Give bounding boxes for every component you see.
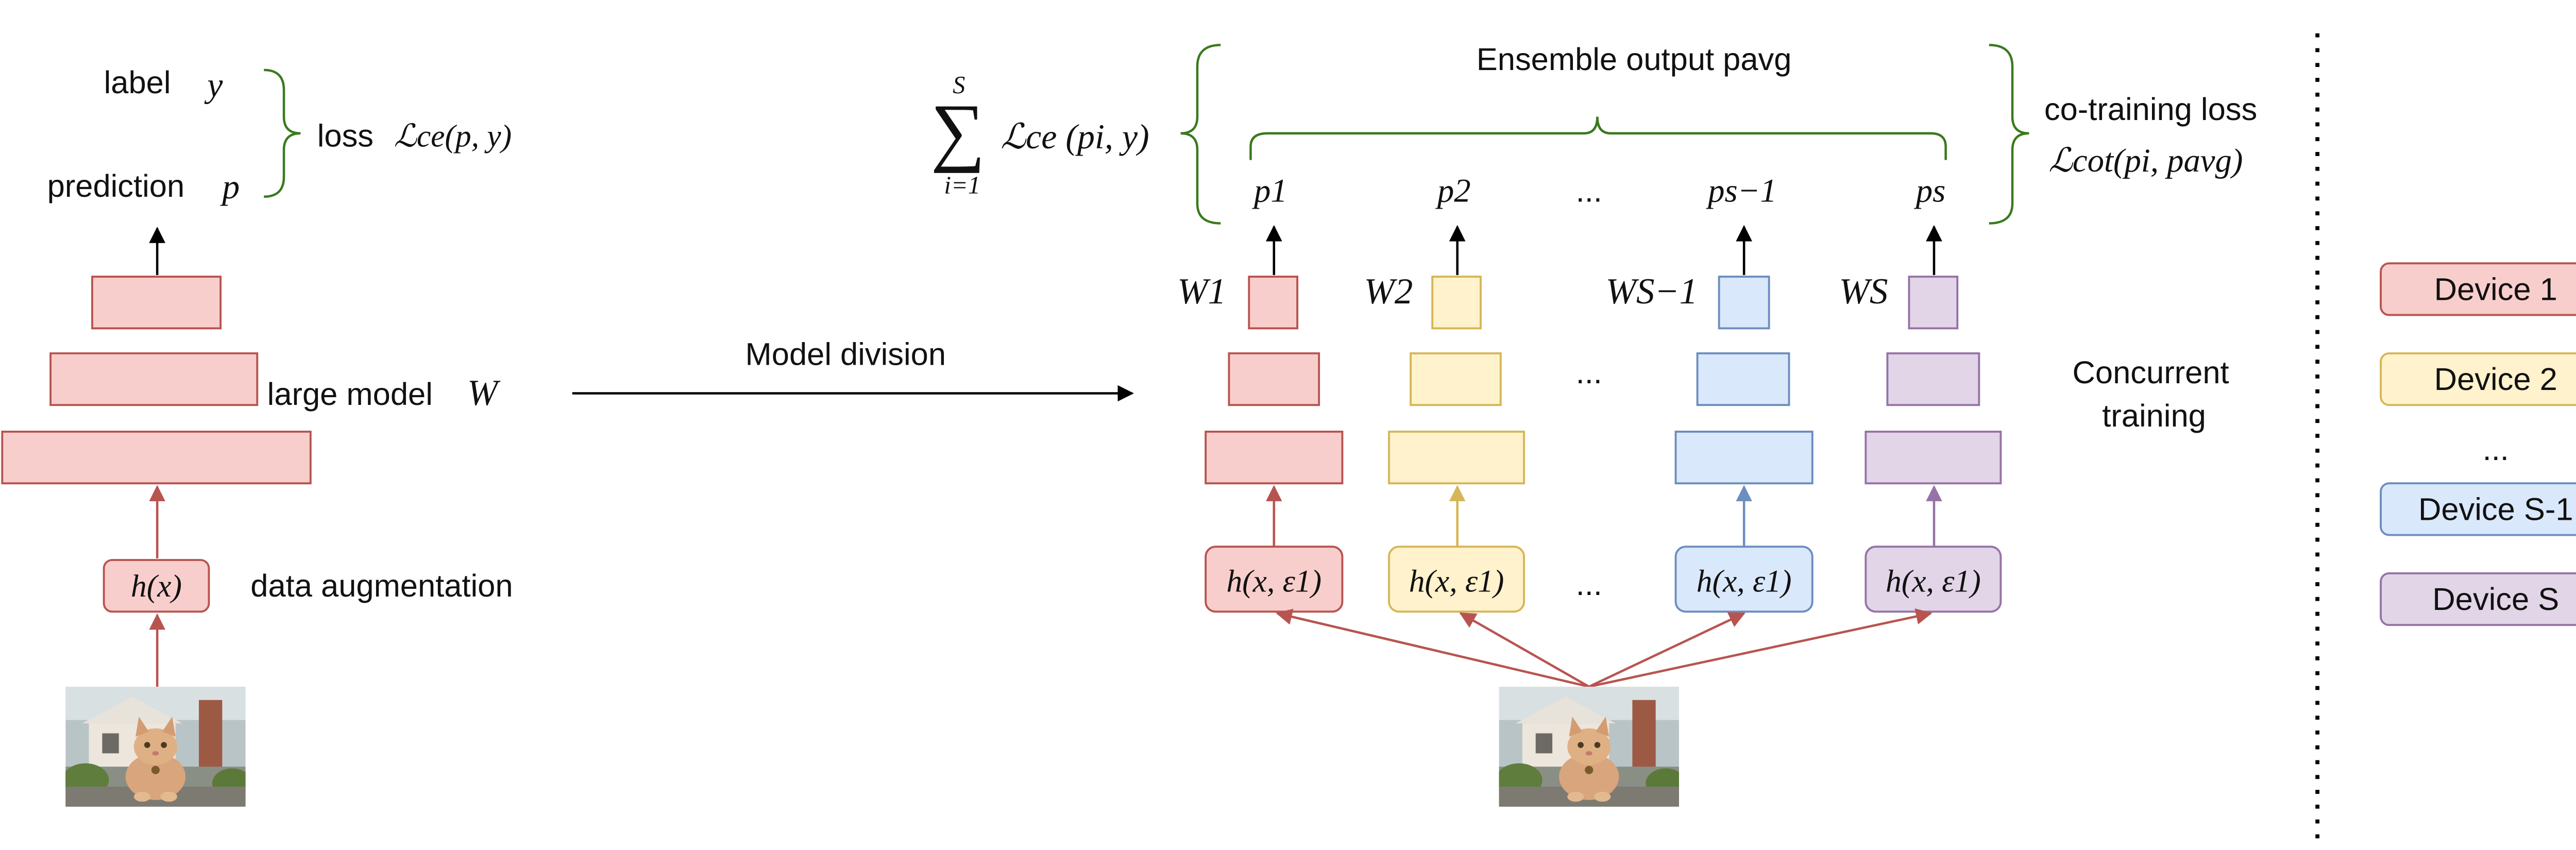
loss-formula: ℒce(p, y) [394,119,512,154]
sub-model-2-top [1431,276,1482,330]
augment-box [103,559,210,613]
sub-model-device-s-minus-1: h(x, ε1) [1674,276,1814,613]
augment-box-2 [1388,546,1526,613]
middle-layer-ellipsis: ... [1576,355,1602,390]
concurrent-training-line-1: Concurrent [2073,355,2229,390]
device-legend: Device 1 Device 2 ... Device S-1 Device … [2380,262,2576,626]
cat-photo-icon [65,686,246,807]
model-division-arrow-group: Model division [572,337,1134,402]
sub-model-s-minus-1-top [1718,276,1770,330]
loss-word: loss [317,118,374,154]
large-model-layer-middle [49,352,259,406]
output-ellipsis: ... [1576,173,1602,209]
sub-model-2-middle [1410,352,1502,406]
sub-model-s-middle [1886,352,1980,406]
sub-model-device-s: h(x, ε1) [1865,276,2002,613]
sum-lower-limit: i=1 [944,172,980,199]
concurrent-training-line-2: training [2102,398,2206,434]
output-ps-minus-1: ps−1 [1706,172,1777,209]
sub-model-device-1: h(x, ε1) [1205,276,1344,613]
model-division-label: Model division [745,337,946,372]
prediction-symbol: p [220,167,240,206]
sub-model-1-top [1248,276,1299,330]
output-p2: p2 [1435,172,1471,209]
output-ps: ps [1914,172,1946,209]
large-model-layer-bottom [1,431,312,485]
augment-box-1 [1205,546,1344,613]
augment-box-1-label: h(x, ε1) [1226,564,1321,599]
weight-label-w2: W2 [1364,271,1413,312]
prediction-word: prediction [47,168,185,204]
augment-box-s-minus-1-label: h(x, ε1) [1697,564,1792,599]
ensemble-output-label: Ensemble output pavg [1477,42,1792,77]
image-to-augment-s-arrow [1588,608,1933,688]
legend-device-2-label: Device 2 [2434,362,2557,397]
large-model-symbol: W [467,373,501,413]
large-model-word: large model [267,377,433,412]
legend-device-s-minus-1 [2380,482,2576,536]
weight-label-ws: WS [1839,271,1888,312]
sub-model-device-2: h(x, ε1) [1388,276,1526,613]
co-training-loss-formula: ℒcot(pi, pavg) [2048,142,2243,179]
sub-model-1-bottom [1205,431,1344,485]
legend-device-2 [2380,352,2576,406]
data-augmentation-label: data augmentation [250,568,513,604]
outputs-left-brace [1180,44,1221,225]
output-p1: p1 [1252,172,1287,209]
label-symbol: y [204,65,223,105]
sub-model-s-minus-1-middle [1696,352,1790,406]
large-model-layer-top [91,276,222,330]
sub-model-s-minus-1-bottom [1674,431,1814,485]
sum-upper-limit: S [953,72,965,99]
single-model-panel: label y prediction p loss ℒce(p, y) larg… [1,65,513,807]
augment-box-label: h(x) [131,569,182,604]
image-to-augment-2-arrow [1459,612,1590,688]
label-word: label [104,65,171,100]
sum-symbol: ∑ [930,89,985,174]
weight-label-w1: W1 [1177,271,1226,312]
divided-models-panel: ∑ S i=1 ℒce (pi, y) Ensemble output pavg… [930,42,2257,807]
augment-box-s-label: h(x, ε1) [1886,564,1981,599]
augment-box-s [1865,546,2002,613]
image-to-augment-s-minus-1-arrow [1588,612,1746,688]
legend-device-s [2380,572,2576,626]
outputs-right-brace [1989,44,2029,225]
co-training-loss-label: co-training loss [2044,92,2257,127]
image-to-augment-1-arrow [1276,608,1589,688]
legend-device-s-label: Device S [2432,582,2559,617]
augment-box-2-label: h(x, ε1) [1409,564,1504,599]
legend-device-1-label: Device 1 [2434,271,2557,307]
legend-device-1 [2380,262,2576,316]
sum-term: ℒce (pi, y) [1001,117,1149,156]
sub-model-2-bottom [1388,431,1526,485]
ensemble-brace [1249,116,1947,160]
loss-brace [264,69,301,198]
cat-photo-icon [1499,686,1679,807]
legend-ellipsis: ... [2483,432,2509,467]
sub-model-s-top [1908,276,1959,330]
sub-model-1-middle [1228,352,1320,406]
augment-box-s-minus-1 [1674,546,1814,613]
sub-model-s-bottom [1865,431,2002,485]
weight-label-ws-minus-1: WS−1 [1606,271,1698,312]
legend-device-s-minus-1-label: Device S-1 [2418,491,2573,527]
augment-ellipsis: ... [1576,567,1602,602]
